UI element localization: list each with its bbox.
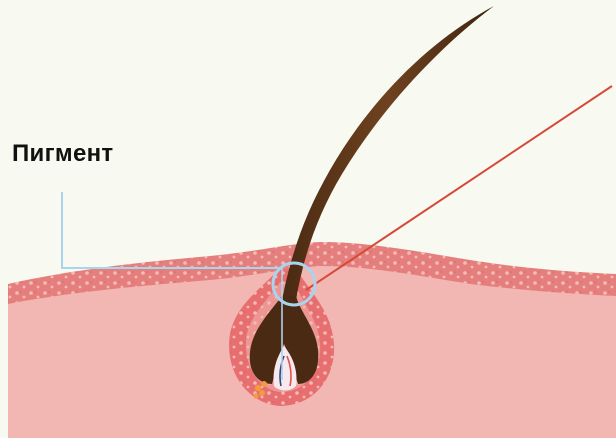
pigment-label: Пигмент (12, 140, 113, 168)
